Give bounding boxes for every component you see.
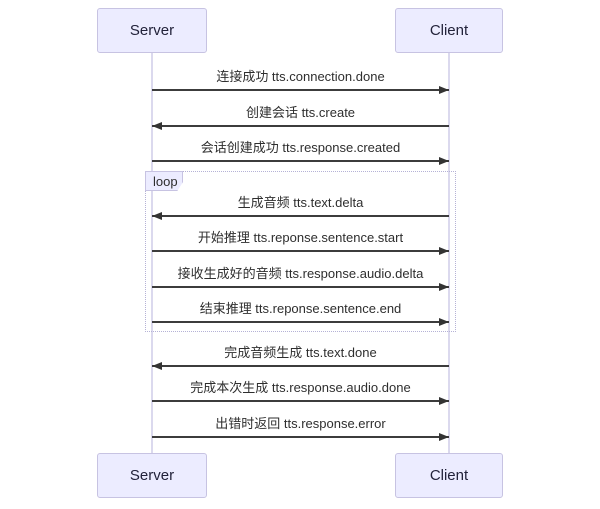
message-text: 接收生成好的音频 tts.response.audio.delta — [177, 266, 424, 281]
message-text: 完成本次生成 tts.response.audio.done — [190, 380, 411, 395]
message-text: 生成音频 tts.text.delta — [237, 195, 364, 210]
client-lifeline — [448, 53, 450, 453]
arrowhead-right-icon — [439, 283, 449, 291]
arrowhead-right-icon — [439, 247, 449, 255]
message-9: 完成本次生成 tts.response.audio.done — [152, 376, 449, 405]
actor-server-label: Server — [129, 467, 175, 484]
actor-client-label: Client — [429, 22, 469, 39]
actor-server-top: Server — [97, 8, 207, 53]
message-10: 出错时返回 tts.response.error — [152, 412, 449, 441]
message-5: 开始推理 tts.reponse.sentence.start — [152, 226, 449, 255]
message-text: 完成音频生成 tts.text.done — [224, 345, 377, 360]
message-4: 生成音频 tts.text.delta — [152, 191, 449, 220]
arrowhead-right-icon — [439, 86, 449, 94]
actor-client-bottom: Client — [395, 453, 503, 498]
actor-client-top: Client — [395, 8, 503, 53]
message-text: 连接成功 tts.connection.done — [216, 69, 385, 84]
message-text: 出错时返回 tts.response.error — [215, 416, 386, 431]
arrowhead-right-icon — [439, 157, 449, 165]
message-text: 开始推理 tts.reponse.sentence.start — [197, 230, 404, 245]
arrowhead-left-icon — [152, 362, 162, 370]
message-3: 会话创建成功 tts.response.created — [152, 136, 449, 165]
message-1: 连接成功 tts.connection.done — [152, 65, 449, 94]
message-6: 接收生成好的音频 tts.response.audio.delta — [152, 262, 449, 291]
message-text: 会话创建成功 tts.response.created — [200, 140, 401, 155]
loop-label: loop — [145, 171, 183, 191]
loop-frame: loop — [145, 171, 456, 332]
message-2: 创建会话 tts.create — [152, 101, 449, 130]
actor-server-label: Server — [129, 22, 175, 39]
arrowhead-right-icon — [439, 433, 449, 441]
message-8: 完成音频生成 tts.text.done — [152, 341, 449, 370]
actor-server-bottom: Server — [97, 453, 207, 498]
arrowhead-left-icon — [152, 212, 162, 220]
server-lifeline — [151, 53, 153, 453]
arrowhead-right-icon — [439, 318, 449, 326]
message-7: 结束推理 tts.reponse.sentence.end — [152, 297, 449, 326]
message-text: 结束推理 tts.reponse.sentence.end — [199, 301, 402, 316]
message-text: 创建会话 tts.create — [245, 105, 356, 120]
arrowhead-left-icon — [152, 122, 162, 130]
actor-client-label: Client — [429, 467, 469, 484]
arrowhead-right-icon — [439, 397, 449, 405]
